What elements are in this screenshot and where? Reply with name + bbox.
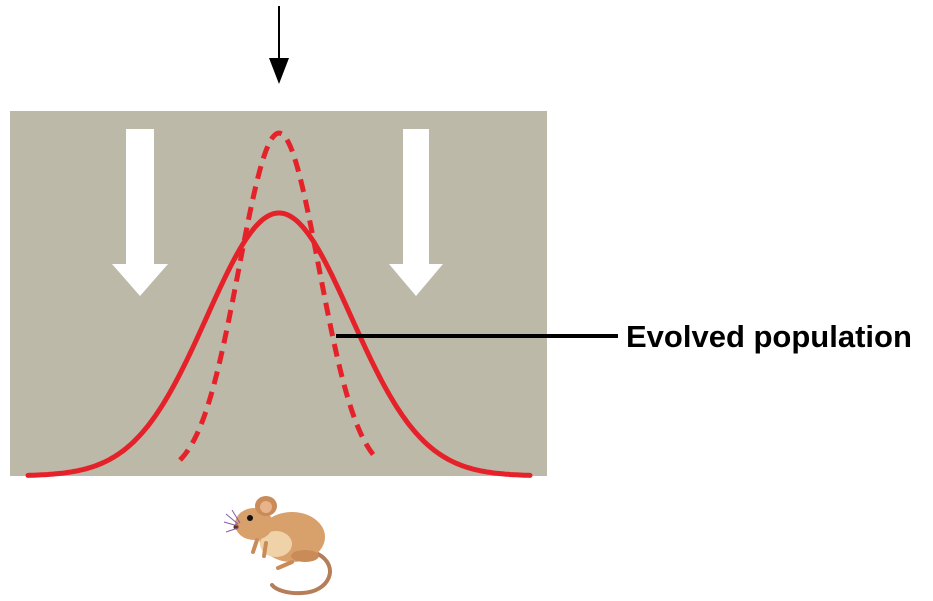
original-population-curve (25, 210, 533, 478)
diagram-panel (10, 111, 547, 476)
left-selection-arrow-icon (112, 129, 168, 296)
right-selection-arrow-icon (389, 129, 443, 296)
evolved-population-curve (178, 130, 380, 462)
evolved-population-label: Evolved population (626, 319, 912, 354)
mouse-icon (223, 496, 332, 596)
top-down-arrow-icon (269, 6, 289, 84)
